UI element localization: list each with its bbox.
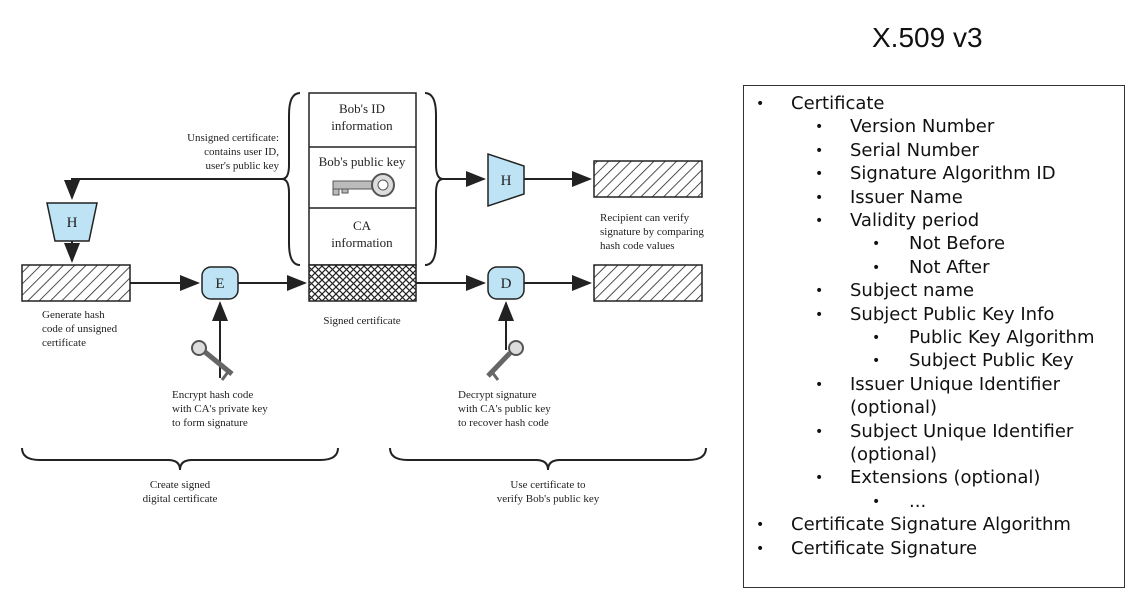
use-note-line1: Use certificate to [510,479,586,491]
private-key-icon [191,340,234,381]
certificate-structure-list: • Certificate • Version Number • Serial Numbe… [743,85,1125,588]
structure-item-text: (optional) [850,397,937,419]
hash-function-right-icon [487,152,525,208]
generate-note-line2: code of unsigned [42,323,118,335]
structure-item-text: (optional) [850,444,937,465]
recovered-hash-block [593,264,703,302]
bullet-icon: • [872,493,881,510]
ca-public-key-icon [486,340,524,381]
structure-item-text: Not After [909,256,990,278]
structure-item-text: Version Number [850,116,995,138]
structure-item-text: Subject Public Key Info [850,303,1055,325]
encrypt-note-line2: with CA's private key [172,403,268,415]
decrypt-label: D [501,276,512,292]
cert-field-id-line2: information [331,118,393,133]
cert-field-pubkey: Bob's public key [319,154,406,169]
bullet-icon: • [872,259,881,276]
cert-field-ca-line2: information [331,235,393,250]
create-note-line1: Create signed [150,479,211,491]
recipient-note-line2: signature by comparing [600,226,704,238]
hash-code-block [21,264,131,302]
structure-item-text: Issuer Unique Identifier [850,373,1060,395]
cert-field-id-line1: Bob's ID [339,101,385,116]
recipient-note-line1: Recipient can verify [600,212,690,224]
hash-function-icon [46,202,98,242]
bullet-icon: • [815,423,824,440]
encrypt-note-line3: to form signature [172,417,248,429]
bullet-icon: • [872,330,881,346]
decrypt-note-line1: Decrypt signature [458,389,537,401]
left-brace [281,92,301,266]
bullet-icon: • [815,306,824,323]
bullet-icon: • [756,540,765,557]
structure-item-text: Subject Unique Identifier [850,420,1074,442]
bullet-icon: • [872,236,881,253]
structure-item-text: Validity period [850,210,980,231]
unsigned-note-line3: user's public key [206,160,280,172]
structure-item-text: Subject Public Key [909,350,1074,372]
arrow-to-hash [64,178,282,200]
structure-item-text: Subject name [850,280,975,302]
bullet-icon: • [815,189,824,206]
signed-certificate-label: Signed certificate [323,315,400,327]
certificate-diagram: Bob's ID information Bob's public key CA… [21,92,707,505]
structure-item-text: Extensions (optional) [850,467,1041,489]
encrypt-note-line1: Encrypt hash code [172,389,253,401]
hash-label-right: H [501,173,512,189]
bullet-icon: • [815,283,824,300]
structure-item-text: Certificate Signature Algorithm [791,514,1071,536]
decrypt-note-line2: with CA's public key [458,403,551,415]
structure-item-text: Certificate [791,93,885,114]
bullet-icon: • [815,376,824,393]
cert-field-ca-line1: CA [353,218,372,233]
bullet-icon: • [756,96,765,112]
use-note-line2: verify Bob's public key [497,493,600,505]
hash-label-left: H [67,215,78,231]
signature-block [308,264,417,302]
structure-item-text: Signature Algorithm ID [850,163,1056,185]
bullet-icon: • [815,470,824,487]
encrypt-label: E [215,276,224,292]
unsigned-note-line2: contains user ID, [204,146,279,158]
structure-item-text: Not Before [909,233,1006,255]
structure-item-text: Public Key Algorithm [909,327,1095,348]
bullet-icon: • [815,213,824,229]
page-title: X.509 v3 [872,22,983,53]
structure-item-text: Issuer Name [850,186,963,208]
bullet-icon: • [815,166,824,183]
generate-note-line1: Generate hash [42,309,105,321]
generate-note-line3: certificate [42,337,86,349]
bullet-icon: • [815,142,824,159]
bullet-icon: • [815,119,824,136]
structure-item-text: Serial Number [850,139,979,161]
recipient-note-line3: hash code values [600,240,675,252]
bullet-icon: • [756,517,765,534]
bullet-icon: • [872,353,881,370]
unsigned-note-line1: Unsigned certificate: [187,132,279,144]
public-key-icon [332,173,395,197]
create-note-line2: digital certificate [143,493,218,505]
create-brace [21,447,339,471]
unsigned-certificate: Bob's ID information Bob's public key CA… [308,92,417,266]
decrypt-note-line3: to recover hash code [458,417,549,429]
computed-hash-block [593,160,703,198]
use-brace [389,447,707,471]
structure-item-text: ... [909,490,927,512]
right-brace [424,92,444,266]
structure-item-text: Certificate Signature [791,537,978,559]
